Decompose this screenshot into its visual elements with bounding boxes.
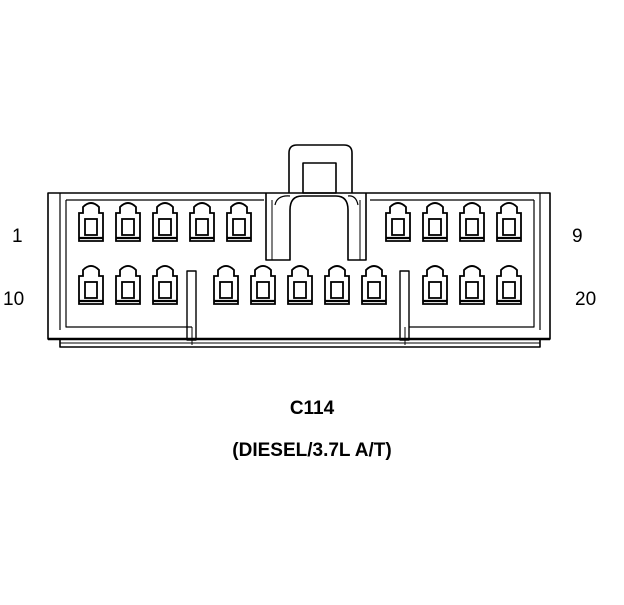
pin-cavity-8 xyxy=(459,202,485,242)
terminal-cavities xyxy=(78,202,522,305)
connector-housing xyxy=(47,144,551,348)
pin-label-9: 9 xyxy=(572,226,583,247)
pin-cavity-11 xyxy=(115,265,141,305)
pin-cavity-19 xyxy=(459,265,485,305)
pin-cavity-16 xyxy=(324,265,350,305)
pin-label-20: 20 xyxy=(575,289,597,310)
pin-cavity-5 xyxy=(226,202,252,242)
pin-cavity-6 xyxy=(385,202,411,242)
pin-cavity-17 xyxy=(361,265,387,305)
connector-id: C114 xyxy=(289,398,335,419)
pin-cavity-14 xyxy=(250,265,276,305)
pin-cavity-3 xyxy=(152,202,178,242)
pin-cavity-2 xyxy=(115,202,141,242)
pin-cavity-9 xyxy=(496,202,522,242)
pin-cavity-1 xyxy=(78,202,104,242)
locking-latch xyxy=(265,144,367,261)
pin-cavity-12 xyxy=(152,265,178,305)
pin-cavity-10 xyxy=(78,265,104,305)
pin-cavity-15 xyxy=(287,265,313,305)
pin-label-10: 10 xyxy=(3,289,25,310)
pin-cavity-20 xyxy=(496,265,522,305)
pin-label-1: 1 xyxy=(12,226,23,247)
pin-cavity-18 xyxy=(422,265,448,305)
pin-cavity-13 xyxy=(213,265,239,305)
polarization-keys xyxy=(186,270,410,345)
connector-description: (DIESEL/3.7L A/T) xyxy=(232,440,392,461)
pin-cavity-4 xyxy=(189,202,215,242)
pin-cavity-7 xyxy=(422,202,448,242)
